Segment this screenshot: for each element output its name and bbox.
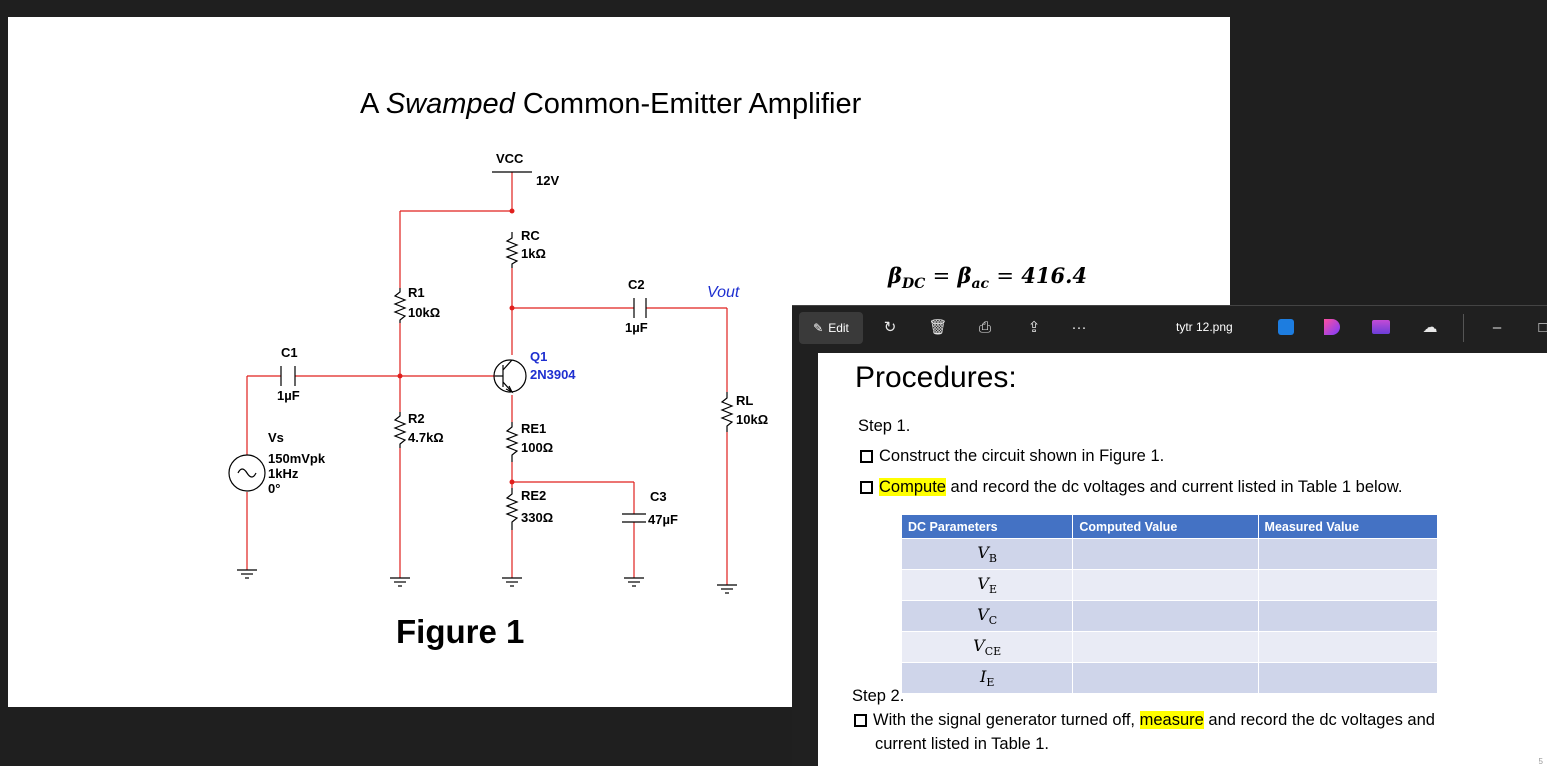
r2-label: R2 bbox=[408, 411, 425, 426]
r1-resistor bbox=[393, 288, 407, 323]
minimize-icon[interactable]: – bbox=[1492, 319, 1502, 336]
ground-symbols bbox=[237, 569, 737, 594]
onedrive-icon[interactable]: ☁ bbox=[1422, 319, 1438, 336]
table-header: Computed Value bbox=[1072, 514, 1259, 539]
toolbar-divider bbox=[1463, 314, 1464, 342]
step2-item1-cont: current listed in Table 1. bbox=[875, 735, 1049, 753]
edit-label: Edit bbox=[828, 321, 849, 335]
edit-button[interactable]: ✎ Edit bbox=[799, 312, 863, 344]
maximize-icon[interactable]: □ bbox=[1538, 319, 1547, 336]
video-icon[interactable] bbox=[1372, 320, 1390, 334]
rotate-icon[interactable]: ↻ bbox=[883, 319, 897, 336]
table-header: DC Parameters bbox=[900, 514, 1074, 539]
table-row: VB bbox=[900, 538, 1439, 570]
r1-value: 10kΩ bbox=[408, 305, 440, 320]
file-name: tytr 12.png bbox=[1176, 320, 1233, 334]
vs-frequency: 1kHz bbox=[268, 466, 299, 481]
print-icon[interactable]: ⎙ bbox=[978, 319, 991, 336]
vcc-label: VCC bbox=[496, 151, 524, 166]
step2-item1: With the signal generator turned off, me… bbox=[854, 711, 1435, 730]
re1-resistor bbox=[505, 422, 519, 462]
page-marker: 5 bbox=[1538, 757, 1543, 766]
more-icon[interactable]: ··· bbox=[1071, 319, 1087, 336]
c2-label: C2 bbox=[628, 277, 645, 292]
dc-parameters-table: DC Parameters Computed Value Measured Va… bbox=[900, 514, 1439, 694]
c1-label: C1 bbox=[281, 345, 298, 360]
rl-label: RL bbox=[736, 393, 753, 408]
beta-equation: βDC = βac = 416.4 bbox=[888, 263, 1088, 293]
delete-icon[interactable]: 🗑 bbox=[928, 319, 948, 336]
photos-viewer-window: ✎ Edit ↻ 🗑 ⎙ ⇪ ··· tytr 12.png ☁ – □ Pro… bbox=[792, 305, 1547, 766]
vs-label: Vs bbox=[268, 430, 284, 445]
procedures-title: Procedures: bbox=[855, 361, 1017, 394]
edit-icon: ✎ bbox=[813, 321, 824, 335]
rl-resistor bbox=[720, 392, 734, 432]
q1-value: 2N3904 bbox=[530, 367, 576, 382]
checkbox-icon bbox=[854, 714, 867, 727]
vs-amplitude: 150mVpk bbox=[268, 451, 326, 466]
re1-value: 100Ω bbox=[521, 440, 553, 455]
clipchamp-icon[interactable] bbox=[1324, 319, 1340, 335]
c3-label: C3 bbox=[650, 489, 667, 504]
re2-label: RE2 bbox=[521, 488, 546, 503]
r2-value: 4.7kΩ bbox=[408, 430, 444, 445]
step1-item1: Construct the circuit shown in Figure 1. bbox=[860, 447, 1164, 466]
image-content: Procedures: Step 1. Construct the circui… bbox=[818, 353, 1547, 766]
image-edit-icon[interactable] bbox=[1278, 319, 1294, 335]
vcc-value: 12V bbox=[536, 173, 559, 188]
table-row: VC bbox=[900, 600, 1439, 632]
share-icon[interactable]: ⇪ bbox=[1027, 319, 1041, 336]
table-row: VE bbox=[900, 569, 1439, 601]
re2-resistor bbox=[505, 488, 519, 530]
re1-label: RE1 bbox=[521, 421, 546, 436]
r1-label: R1 bbox=[408, 285, 425, 300]
checkbox-icon bbox=[860, 450, 873, 463]
step1-heading: Step 1. bbox=[858, 417, 911, 435]
rc-label: RC bbox=[521, 228, 540, 243]
re2-value: 330Ω bbox=[521, 510, 553, 525]
c3-value: 47µF bbox=[648, 512, 678, 527]
vout-label: Vout bbox=[707, 284, 740, 301]
checkbox-icon bbox=[860, 481, 873, 494]
table-row: IE bbox=[900, 662, 1439, 694]
rc-resistor bbox=[505, 232, 519, 268]
step2-heading: Step 2. bbox=[852, 687, 905, 705]
figure-label: Figure 1 bbox=[396, 613, 524, 650]
c1-value: 1µF bbox=[277, 388, 300, 403]
table-header: Measured Value bbox=[1257, 514, 1439, 539]
step1-item2: Compute and record the dc voltages and c… bbox=[860, 478, 1402, 497]
table-row: VCE bbox=[900, 631, 1439, 663]
viewer-toolbar: ✎ Edit ↻ 🗑 ⎙ ⇪ ··· tytr 12.png ☁ – □ bbox=[792, 306, 1547, 350]
r2-resistor bbox=[393, 412, 407, 448]
rc-value: 1kΩ bbox=[521, 246, 546, 261]
c2-value: 1µF bbox=[625, 320, 648, 335]
slide-title: A Swamped Common-Emitter Amplifier bbox=[360, 88, 862, 120]
vs-phase: 0° bbox=[268, 481, 280, 496]
q1-label: Q1 bbox=[530, 349, 547, 364]
rl-value: 10kΩ bbox=[736, 412, 768, 427]
